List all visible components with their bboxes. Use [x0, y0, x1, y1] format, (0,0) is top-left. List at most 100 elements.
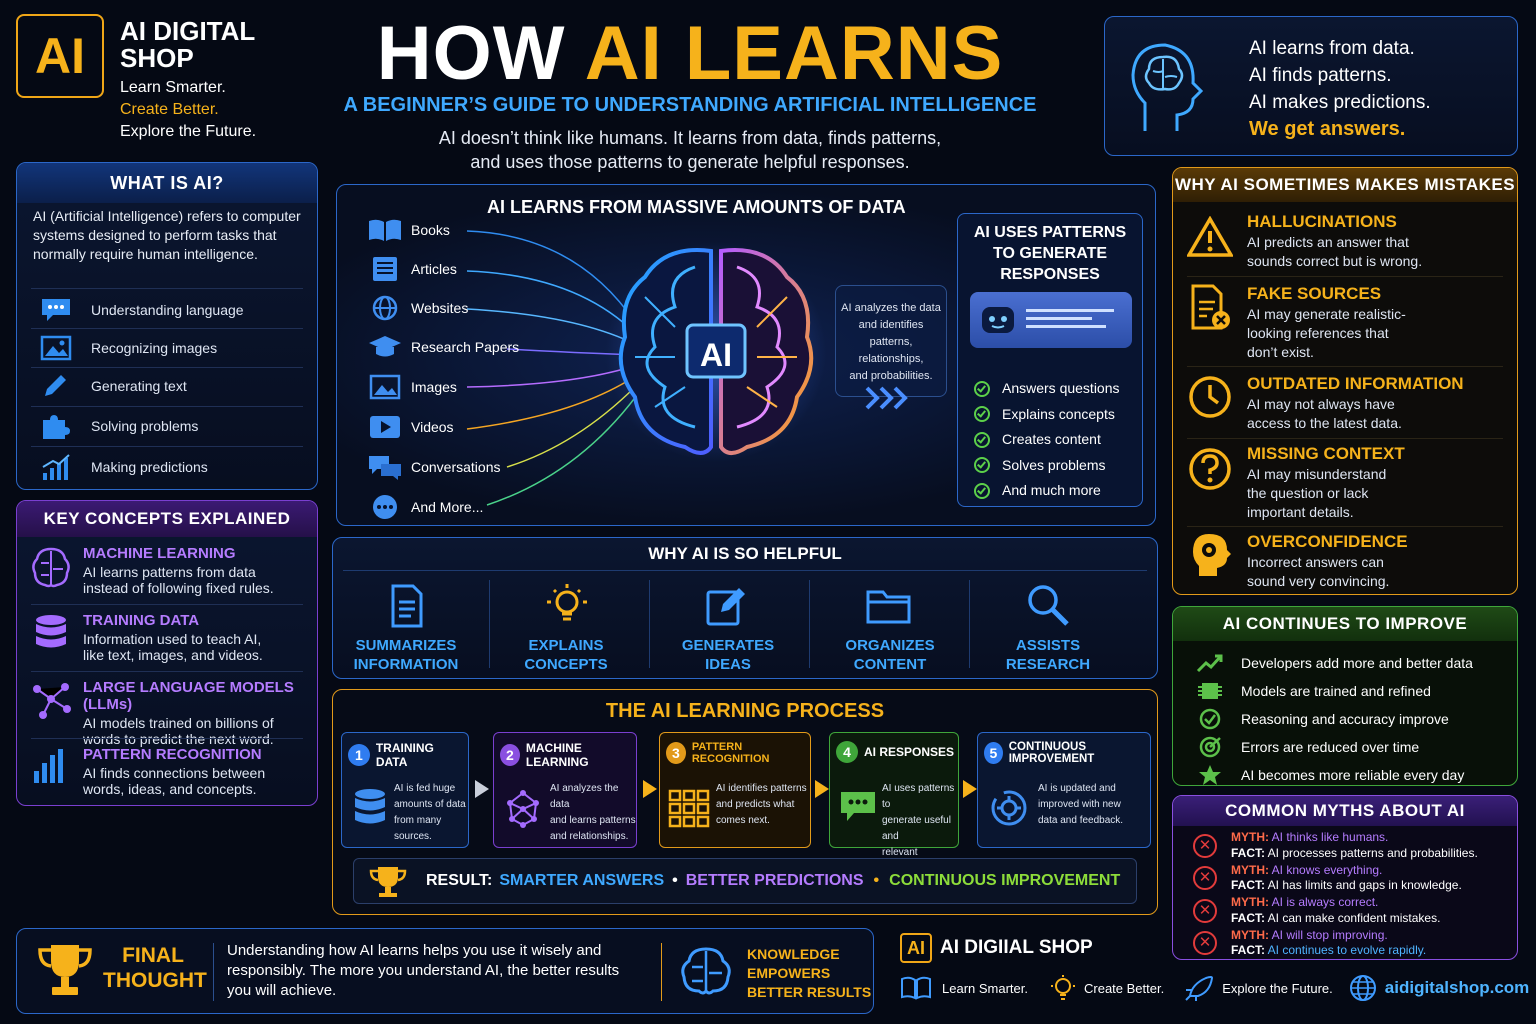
final-title-1: FINAL — [122, 944, 184, 967]
patterns-title-2: TO GENERATE — [992, 245, 1108, 262]
improve-label: AI becomes more reliable every day — [1241, 767, 1465, 783]
source-conversations: Conversations — [367, 454, 501, 480]
concept-desc-2: words, ideas, and concepts. — [83, 781, 257, 797]
head-brain-icon — [1131, 43, 1204, 131]
knowledge-3: BETTER RESULTS — [747, 984, 872, 1000]
fact-text: AI processes patterns and probabilities. — [1267, 845, 1478, 860]
result-bar: RESULT: SMARTER ANSWERS • BETTER PREDICT… — [353, 858, 1137, 904]
mistake-desc-2: sound very convincing. — [1247, 573, 1390, 589]
step-number: 1 — [348, 744, 370, 766]
what-is-ai-panel: WHAT IS AI? AI (Artificial Intelligence)… — [16, 162, 318, 490]
source-label: Websites — [411, 300, 469, 316]
mistake-1: HALLUCINATIONS AI predicts an answer tha… — [1247, 212, 1422, 271]
arrow-right-icon — [815, 780, 829, 798]
source-more: And More... — [367, 494, 483, 520]
document-x-icon — [1191, 284, 1230, 330]
source-label: Research Papers — [411, 339, 520, 355]
what-item-label: Making predictions — [91, 459, 208, 475]
summary-line-1: AI learns from data. — [1249, 38, 1415, 59]
improve-item: Errors are reduced over time — [1195, 733, 1473, 761]
improve-item: AI becomes more reliable every day — [1195, 761, 1473, 789]
intro-line-1: AI doesn’t think like humans. It learns … — [438, 128, 942, 148]
brand-tag-2: Create Better. — [120, 101, 219, 118]
brand-tag-3: Explore the Future. — [120, 123, 257, 140]
helpful-label-1: ASSISTS — [1015, 637, 1081, 654]
database-icon — [355, 789, 385, 824]
step-number: 5 — [984, 742, 1003, 764]
graduation-cap-icon — [369, 336, 401, 357]
fact-text: AI continues to evolve rapidly. — [1267, 943, 1427, 957]
summary-lines: AI learns from data. AI finds patterns. … — [1249, 35, 1431, 143]
rocket-icon — [1185, 976, 1214, 1001]
myth-text: AI thinks like humans. — [1271, 830, 1389, 844]
what-item-5: Making predictions — [39, 452, 208, 482]
final-line-1: Understanding how AI learns helps you us… — [227, 942, 602, 959]
result-dot: • — [672, 872, 678, 889]
check-item: And much more — [974, 478, 1120, 504]
helpful-label-2: INFORMATION — [353, 656, 459, 673]
arrow-right-icon — [643, 780, 657, 798]
analyze-2: and identifies — [858, 319, 924, 331]
title-part2: AI LEARNS — [584, 11, 1004, 96]
x-circle-icon: ✕ — [1193, 833, 1217, 858]
edit-icon — [706, 588, 745, 626]
knowledge-2: EMPOWERS — [747, 965, 831, 981]
result-dot: • — [873, 872, 880, 889]
mistake-desc-2: the question or lack — [1247, 485, 1369, 501]
globe-icon — [372, 295, 398, 321]
trophy-icon — [369, 867, 407, 897]
result-3: CONTINUOUS IMPROVEMENT — [889, 872, 1121, 889]
robot-icon — [982, 307, 1014, 333]
check-item: Answers questions — [974, 376, 1120, 402]
improve-label: Models are trained and refined — [1241, 683, 1431, 699]
footer-url[interactable]: aidigitalshop.com — [1384, 978, 1530, 997]
summary-line-4: We get answers. — [1249, 118, 1406, 140]
footer-learn: Learn Smarter. — [942, 980, 1028, 996]
source-articles: Articles — [367, 256, 457, 282]
mistake-desc-2: looking references that — [1247, 325, 1389, 341]
fact-label: FACT: — [1231, 943, 1265, 957]
check-icon — [974, 457, 990, 474]
step-desc-3: and relationships. — [550, 831, 629, 842]
mistake-desc-1: AI may misunderstand — [1247, 466, 1387, 482]
myths-title: COMMON MYTHS ABOUT AI — [1173, 796, 1517, 826]
source-websites: Websites — [367, 295, 468, 321]
final-thought-panel: FINAL THOUGHT Understanding how AI learn… — [16, 928, 874, 1014]
mistake-desc-1: AI predicts an answer that — [1247, 234, 1409, 250]
step-desc-2: and predicts what — [716, 799, 795, 810]
mistake-desc-1: AI may generate realistic- — [1247, 306, 1406, 322]
step-desc-1: AI analyzes the data — [550, 783, 619, 810]
step-name: MACHINE LEARNING — [525, 741, 589, 769]
book-icon — [369, 219, 401, 241]
what-item-1: Understanding language — [39, 295, 244, 325]
mistake-name: OVERCONFIDENCE — [1247, 532, 1408, 551]
mistake-4: MISSING CONTEXT AI may misunderstand the… — [1247, 444, 1405, 522]
mistakes-title-text: WHY AI SOMETIMES MAKES MISTAKES — [1174, 175, 1516, 194]
top-right-summary: AI learns from data. AI finds patterns. … — [1104, 16, 1518, 156]
what-item-label: Understanding language — [91, 302, 244, 318]
step-desc-2: and learns patterns — [550, 815, 636, 826]
mistake-name: OUTDATED INFORMATION — [1247, 374, 1464, 393]
concept-name: PATTERN RECOGNITION — [83, 746, 262, 763]
check-label: Explains concepts — [1002, 405, 1115, 422]
chat-bubble-icon — [841, 792, 875, 821]
what-is-ai-desc: AI (Artificial Intelligence) refers to c… — [33, 208, 301, 262]
page-subtitle: A BEGINNER’S GUIDE TO UNDERSTANDING ARTI… — [343, 94, 1037, 116]
document-icon — [391, 584, 423, 628]
what-item-label: Solving problems — [91, 418, 199, 434]
bar-chart-icon — [34, 749, 63, 783]
lightbulb-icon — [1051, 975, 1075, 1000]
brand-name-line2: SHOP — [120, 43, 194, 73]
patterns-title: AI USES PATTERNS TO GENERATE RESPONSES — [958, 222, 1142, 285]
final-title-2: THOUGHT — [103, 969, 207, 992]
ai-core-label: AI — [700, 337, 732, 373]
concept-desc-2: like text, images, and videos. — [83, 647, 263, 663]
star-icon — [1199, 765, 1221, 785]
summary-line-3: AI makes predictions. — [1249, 92, 1431, 113]
step-number: 3 — [666, 742, 686, 764]
lightbulb-icon — [547, 584, 587, 621]
